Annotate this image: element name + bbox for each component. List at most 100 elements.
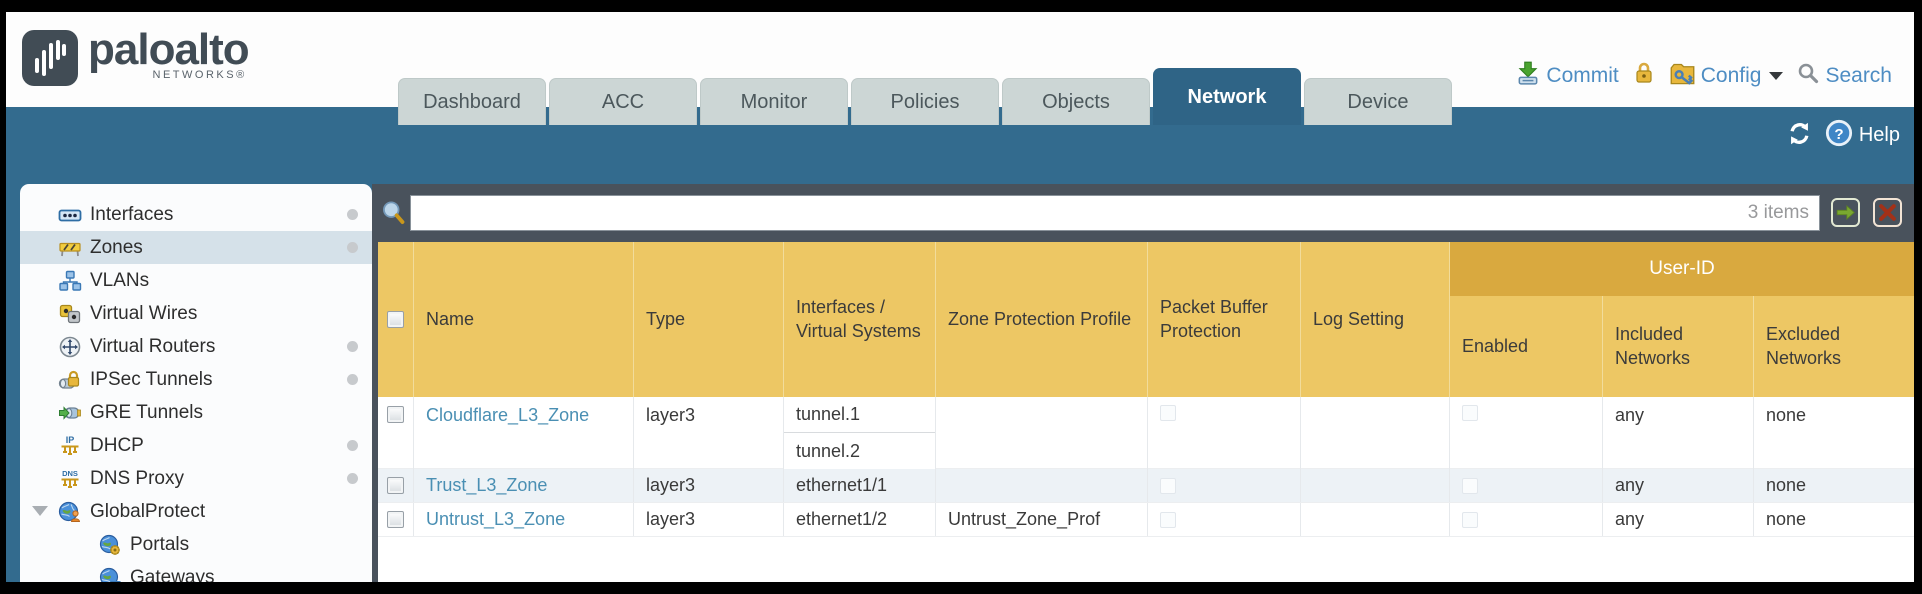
refresh-icon[interactable] — [1786, 120, 1813, 152]
row-checkbox[interactable] — [387, 406, 404, 423]
sidebar-item-dns-proxy[interactable]: DNS DNS Proxy — [20, 462, 372, 495]
user-id-enabled-checkbox[interactable] — [1462, 477, 1478, 494]
sidebar-item-gre-tunnels[interactable]: GRE Tunnels — [20, 396, 372, 429]
help-label[interactable]: Help — [1858, 124, 1900, 146]
interfaces-icon — [58, 209, 82, 221]
tab-network[interactable]: Network — [1153, 68, 1301, 125]
search-label: Search — [1825, 64, 1892, 87]
config-menu[interactable]: Config — [1669, 60, 1784, 93]
column-header-type[interactable]: Type — [634, 242, 784, 397]
column-header-name[interactable]: Name — [414, 242, 634, 397]
globalprotect-icon — [58, 501, 81, 522]
commit-icon — [1515, 60, 1541, 92]
zone-protection-profile — [936, 397, 1148, 469]
sidebar-item-globalprotect[interactable]: GlobalProtect — [20, 495, 372, 528]
brand-subtitle: NETWORKS® — [152, 69, 247, 81]
expander-triangle-icon[interactable] — [32, 506, 48, 516]
global-search[interactable]: Search — [1796, 61, 1892, 91]
item-count-label: 3 items — [1747, 202, 1809, 223]
column-header-zone-protection-profile[interactable]: Zone Protection Profile — [936, 242, 1148, 397]
status-dot — [347, 473, 358, 484]
sidebar-item-vlans[interactable]: VLANs — [20, 264, 372, 297]
sidebar-item-ipsec-tunnels[interactable]: IPSec Tunnels — [20, 363, 372, 396]
column-header-packet-buffer-protection[interactable]: Packet Buffer Protection — [1148, 242, 1301, 397]
row-checkbox[interactable] — [387, 477, 404, 494]
tab-acc[interactable]: ACC — [549, 78, 697, 125]
tab-device[interactable]: Device — [1304, 78, 1452, 125]
select-all-checkbox[interactable] — [387, 311, 404, 328]
column-header-log-setting[interactable]: Log Setting — [1301, 242, 1450, 397]
commit-button[interactable]: Commit — [1515, 60, 1619, 92]
user-id-enabled-checkbox[interactable] — [1462, 511, 1478, 528]
zone-type: layer3 — [634, 469, 784, 502]
sidebar-item-label: IPSec Tunnels — [90, 368, 213, 390]
virtual-routers-icon — [59, 336, 81, 357]
select-all-cell — [378, 242, 414, 397]
page-background: paloalto NETWORKS® Dashboard ACC Monitor… — [6, 12, 1914, 582]
lock-icon[interactable] — [1632, 61, 1656, 91]
column-header-included-networks[interactable]: Included Networks — [1603, 296, 1754, 397]
tab-monitor[interactable]: Monitor — [700, 78, 848, 125]
sidebar-item-label: GlobalProtect — [90, 500, 206, 522]
sidebar-item-virtual-routers[interactable]: Virtual Routers — [20, 330, 372, 363]
column-header-enabled[interactable]: Enabled — [1450, 296, 1603, 397]
sidebar-item-zones[interactable]: Zones — [20, 231, 372, 264]
zone-interfaces: ethernet1/1 — [784, 469, 936, 502]
packet-buffer-protection-checkbox[interactable] — [1160, 477, 1176, 494]
zone-protection-profile — [936, 469, 1148, 502]
filter-input-box: 3 items — [410, 195, 1820, 231]
filter-search-icon — [380, 199, 407, 231]
tab-dashboard[interactable]: Dashboard — [398, 78, 546, 125]
svg-text:IP: IP — [66, 435, 75, 445]
packet-buffer-protection-checkbox[interactable] — [1160, 405, 1176, 421]
excluded-networks: none — [1766, 509, 1807, 529]
main-nav-tabs: Dashboard ACC Monitor Policies Objects N… — [398, 12, 1452, 125]
log-setting — [1301, 469, 1450, 502]
tab-objects[interactable]: Objects — [1002, 78, 1150, 125]
sidebar-item-interfaces[interactable]: Interfaces — [20, 198, 372, 231]
row-checkbox[interactable] — [387, 511, 404, 528]
sidebar-item-label: VLANs — [90, 269, 150, 291]
interface-item: tunnel.2 — [784, 433, 935, 469]
tab-policies[interactable]: Policies — [851, 78, 999, 125]
gre-tunnels-icon — [59, 405, 81, 420]
zone-protection-profile: Untrust_Zone_Prof — [936, 503, 1148, 536]
red-x-icon — [1879, 204, 1896, 221]
network-sidebar: Interfaces Zones VLANs — [20, 184, 372, 582]
apply-filter-button[interactable] — [1831, 198, 1860, 227]
packet-buffer-protection-checkbox[interactable] — [1160, 511, 1176, 528]
status-dot — [347, 440, 358, 451]
filter-input[interactable] — [411, 202, 1748, 224]
log-setting — [1301, 503, 1450, 536]
zone-name-link[interactable]: Cloudflare_L3_Zone — [426, 405, 590, 425]
column-header-excluded-networks[interactable]: Excluded Networks — [1766, 324, 1842, 368]
sidebar-item-label: Gateways — [130, 566, 215, 583]
table-row: Untrust_L3_Zone layer3 ethernet1/2 Untru… — [378, 503, 1914, 537]
sidebar-item-dhcp[interactable]: IP DHCP — [20, 429, 372, 462]
zone-name-link[interactable]: Trust_L3_Zone — [426, 475, 548, 495]
zones-icon — [59, 242, 81, 256]
paloalto-logo-icon — [22, 30, 78, 86]
virtual-wires-icon — [59, 304, 81, 323]
user-id-enabled-checkbox[interactable] — [1462, 405, 1478, 421]
sidebar-item-portals[interactable]: Portals — [20, 528, 372, 561]
search-icon — [1796, 61, 1820, 91]
included-networks: any — [1603, 503, 1754, 536]
zone-interfaces: ethernet1/2 — [784, 503, 936, 536]
table-row: Cloudflare_L3_Zone layer3 tunnel.1 tunne… — [378, 397, 1914, 469]
column-header-interfaces[interactable]: Interfaces / Virtual Systems — [784, 242, 936, 397]
filter-bar: 3 items — [372, 184, 1914, 242]
sidebar-item-virtual-wires[interactable]: Virtual Wires — [20, 297, 372, 330]
gateways-icon — [99, 567, 122, 582]
sidebar-item-label: DNS Proxy — [90, 467, 184, 489]
excluded-networks: none — [1766, 475, 1807, 495]
top-bar: paloalto NETWORKS® Dashboard ACC Monitor… — [6, 12, 1914, 125]
sidebar-item-gateways[interactable]: Gateways — [20, 561, 372, 582]
clear-filter-button[interactable] — [1873, 198, 1902, 227]
zone-type: layer3 — [634, 503, 784, 536]
help-icon[interactable]: ? — [1825, 119, 1853, 152]
content-area: 3 items Name Type Interfaces — [372, 184, 1914, 582]
zone-name-link[interactable]: Untrust_L3_Zone — [426, 509, 566, 529]
brand-name: paloalto — [88, 25, 250, 74]
